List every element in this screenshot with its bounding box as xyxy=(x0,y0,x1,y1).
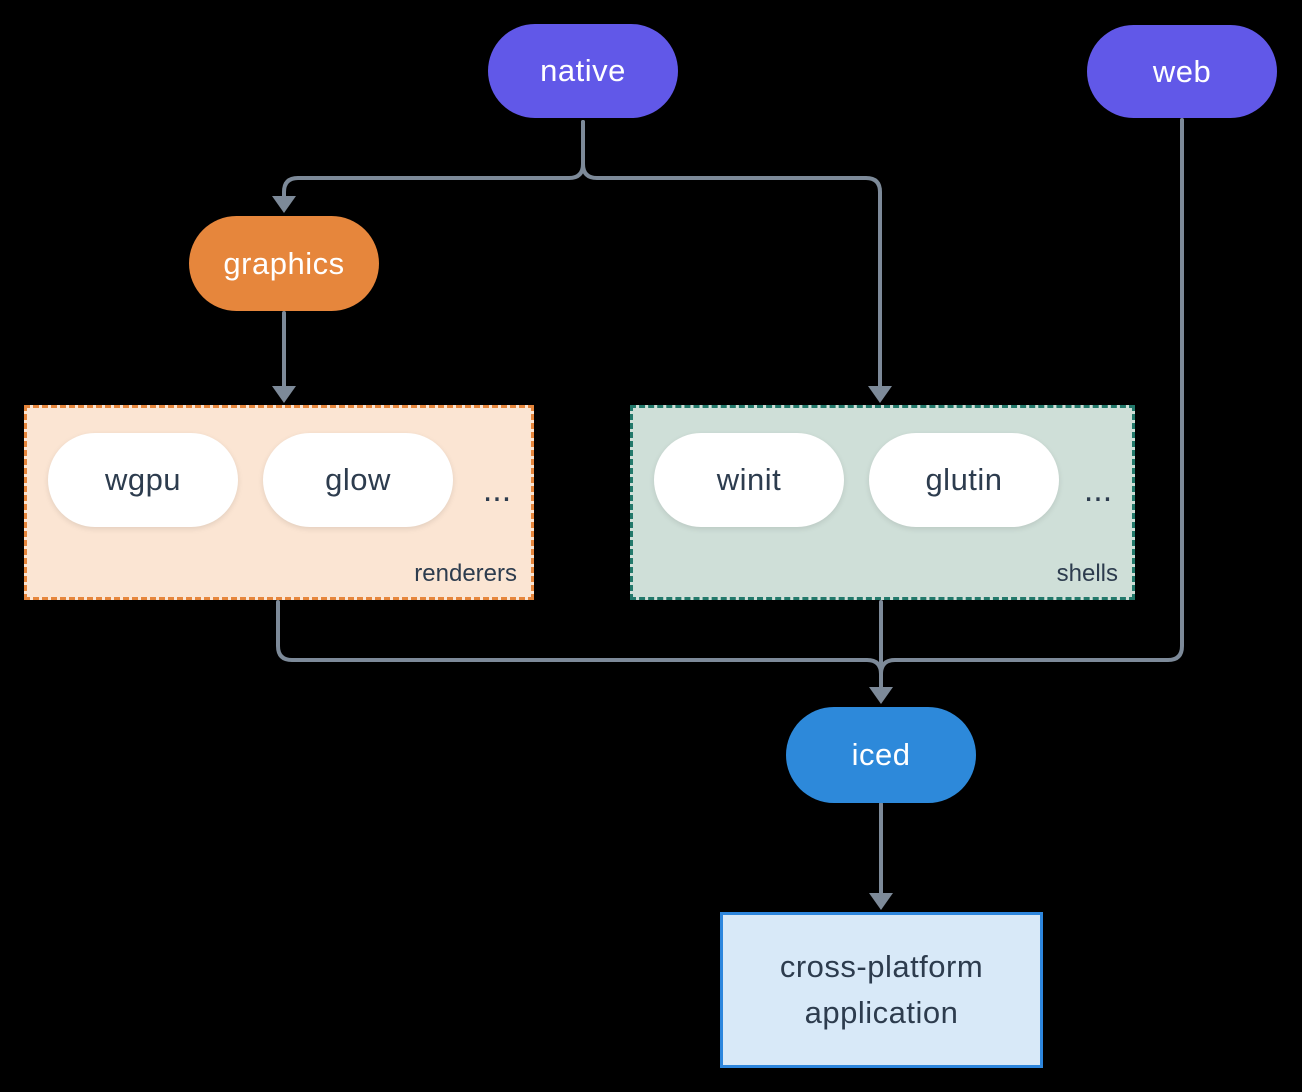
node-iced-label: iced xyxy=(851,737,911,772)
edge-renderers-iced xyxy=(276,600,883,676)
renderers-ellipsis: ... xyxy=(482,470,512,509)
arrowhead-application xyxy=(869,893,893,910)
node-application-label-line1: cross-platform xyxy=(779,948,984,984)
arrowhead-iced xyxy=(869,687,893,704)
node-native: native xyxy=(488,24,678,118)
arrowhead-shells xyxy=(868,386,892,403)
node-wgpu-label: wgpu xyxy=(104,462,182,497)
node-web: web xyxy=(1087,25,1277,118)
node-application: cross-platform application xyxy=(720,912,1043,1068)
node-wgpu: wgpu xyxy=(48,433,238,527)
node-glutin-label: glutin xyxy=(925,462,1003,497)
node-native-label: native xyxy=(540,53,626,88)
arrowhead-renderers xyxy=(272,386,296,403)
node-graphics: graphics xyxy=(189,216,379,311)
node-glow-label: glow xyxy=(325,462,391,497)
node-application-label-line2: application xyxy=(804,995,959,1030)
shells-ellipsis: ... xyxy=(1083,470,1113,509)
group-shells: winit glutin ... shells xyxy=(630,405,1135,600)
node-graphics-label: graphics xyxy=(223,245,345,281)
edge-native-graphics xyxy=(282,120,585,198)
shells-group-label: shells xyxy=(1056,560,1118,587)
node-winit: winit xyxy=(654,433,844,527)
node-iced: iced xyxy=(786,707,976,803)
edge-native-shells xyxy=(581,120,882,388)
node-glow: glow xyxy=(263,433,453,527)
group-renderers: wgpu glow ... renderers xyxy=(24,405,534,600)
node-winit-label: winit xyxy=(716,462,782,497)
arrowhead-graphics xyxy=(272,196,296,213)
node-web-label: web xyxy=(1152,53,1212,89)
renderers-group-label: renderers xyxy=(414,560,517,587)
node-glutin: glutin xyxy=(869,433,1059,527)
